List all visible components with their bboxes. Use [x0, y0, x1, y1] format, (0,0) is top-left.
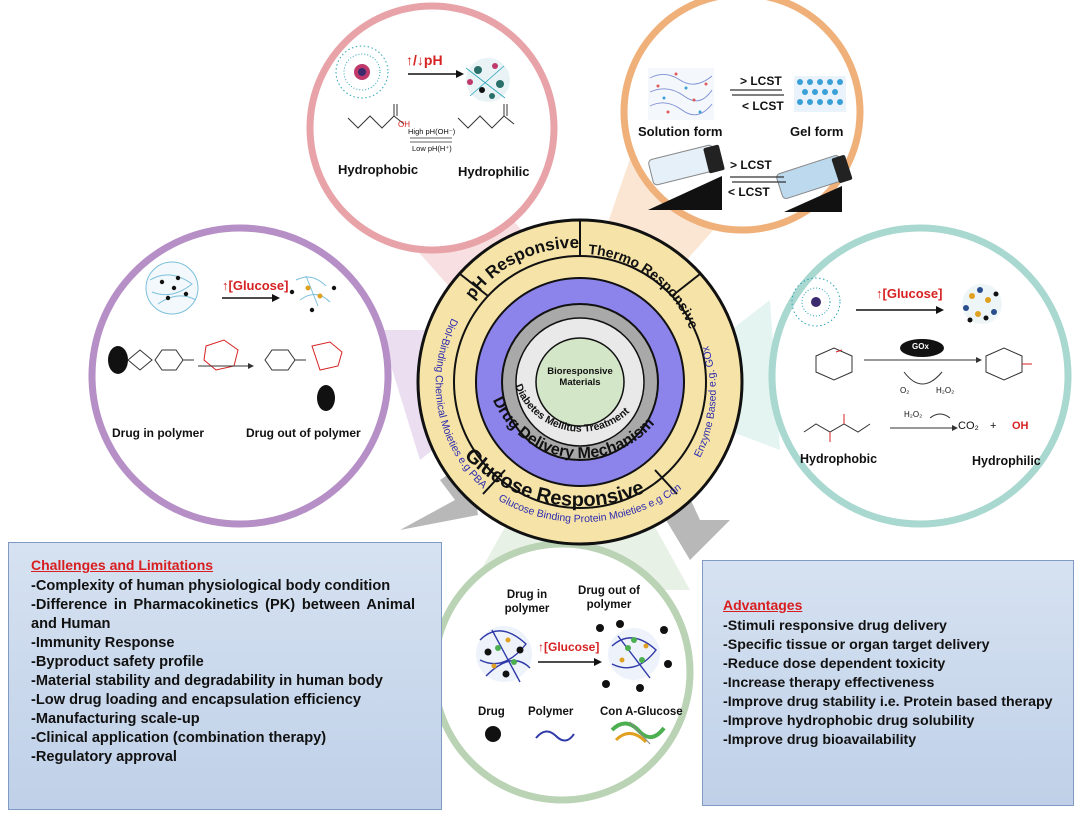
- glucose-structure-gox: [815, 347, 853, 381]
- gox-o2-label: O₂: [900, 386, 910, 395]
- thermo-lcst-up-1: > LCST: [740, 74, 782, 88]
- challenges-list: -Complexity of human physiological body …: [31, 577, 415, 767]
- solution-network-icon: [648, 68, 714, 120]
- cona-drug-in-label: Drug in polymer: [504, 589, 550, 615]
- advantage-item: -Improve hydrophobic drug solubility: [723, 713, 975, 729]
- advantage-item: -Improve drug bioavailability: [723, 732, 917, 748]
- cona-drug-out-label: Drug out of polymer: [578, 585, 640, 611]
- hub: [416, 218, 744, 546]
- challenges-box: Challenges and Limitations -Complexity o…: [8, 542, 442, 810]
- micelle-icon: [335, 45, 389, 99]
- pba-drug-in-label: Drug in polymer: [112, 426, 205, 440]
- cona-released-drug-icon: [596, 620, 672, 692]
- advantages-box: Advantages -Stimuli responsive drug deli…: [702, 560, 1074, 806]
- gox-hydrophilic-label: Hydrophilic: [972, 454, 1041, 468]
- thermo-lcst-down-1: < LCST: [742, 99, 784, 113]
- challenges-title: Challenges and Limitations: [31, 557, 214, 573]
- advantages-title: Advantages: [723, 597, 803, 613]
- challenge-item: -Byproduct safety profile: [31, 654, 204, 670]
- drug-oval-right-icon: [317, 385, 335, 411]
- vial-right-icon: [776, 154, 853, 200]
- gox-hydrophobic-label: Hydrophobic: [800, 452, 878, 466]
- drug-oval-left-icon: [108, 346, 128, 374]
- thermo-solution-label: Solution form: [638, 124, 723, 139]
- challenge-item: -Clinical application (combination thera…: [31, 730, 327, 746]
- ph-oh-label: OH: [398, 120, 410, 129]
- gel-network-icon: [794, 76, 846, 112]
- pba-panel-ring: [88, 224, 392, 528]
- legend-polymer-icon: [535, 730, 575, 742]
- legend-cona-glucose-icon: [610, 721, 666, 745]
- gox-oh-label: OH: [1012, 420, 1029, 432]
- ph-high-label: High pH(OH⁻): [408, 127, 456, 136]
- boronate-glucose-structure: [264, 341, 343, 371]
- challenge-item: -Low drug loading and encapsulation effi…: [31, 692, 362, 708]
- legend-drug-icon: [485, 726, 501, 742]
- pba-trigger-label: ↑[Glucose]: [222, 278, 289, 293]
- ph-low-label: Low pH(H⁺): [412, 144, 452, 153]
- thermo-equilibrium-arrows-bottom: [730, 176, 786, 183]
- gox-panel-ring: [768, 224, 1072, 528]
- vial-left-icon: [648, 144, 725, 186]
- ph-trigger-label: ↑/↓pH: [406, 52, 443, 68]
- oxalate-ester-structure: [803, 414, 871, 442]
- gox-h2o2-a-label: H₂O₂: [936, 386, 955, 395]
- legend-polymer-label: Polymer: [528, 706, 574, 718]
- ph-hydrophobic-label: Hydrophobic: [338, 162, 419, 177]
- ph-hydrophilic-label: Hydrophilic: [458, 164, 530, 179]
- cona-polymer-ball-icon: [476, 626, 532, 683]
- advantage-item: -Improve drug stability i.e. Protein bas…: [723, 694, 1053, 710]
- polymer-drug-ball-icon: [145, 261, 199, 315]
- carboxylic-acid-structure: [347, 104, 405, 129]
- thermo-equilibrium-arrows-top: [730, 89, 784, 96]
- gox-enzyme-icon: [900, 339, 944, 357]
- pba-drug-out-label: Drug out of polymer: [246, 426, 361, 440]
- hub-center-label: Bioresponsive Materials: [547, 366, 613, 388]
- advantage-item: -Increase therapy effectiveness: [723, 675, 935, 691]
- gox-enzyme-label: GOx: [912, 342, 929, 351]
- ramp-left: [648, 176, 722, 210]
- legend-cona-label: Con A-Glucose: [600, 706, 683, 718]
- legend-drug-label: Drug: [478, 706, 505, 718]
- challenge-item: -Material stability and degradability in…: [31, 673, 383, 689]
- challenge-item: -Regulatory approval: [31, 749, 177, 765]
- challenge-item: -Manufacturing scale-up: [31, 711, 200, 727]
- gox-cofactor-arc: [903, 371, 943, 385]
- thermo-lcst-up-2: > LCST: [730, 158, 772, 172]
- gox-h2o2-b-label: H₂O₂: [904, 410, 923, 419]
- advantage-item: -Reduce dose dependent toxicity: [723, 656, 946, 672]
- thermo-gel-label: Gel form: [790, 124, 844, 139]
- challenge-item: -Complexity of human physiological body …: [31, 578, 391, 594]
- gox-trigger-label: ↑[Glucose]: [876, 286, 943, 301]
- gluconolactone-structure: [985, 347, 1032, 381]
- cona-trigger-label: ↑[Glucose]: [538, 640, 600, 654]
- gox-released-cluster-icon: [962, 284, 1002, 324]
- ramp-right: [784, 186, 842, 212]
- boronic-ester-structure: [127, 349, 194, 371]
- advantage-item: -Stimuli responsive drug delivery: [723, 618, 947, 634]
- challenge-item: -Immunity Response: [31, 635, 175, 651]
- released-drug-icon: [289, 275, 337, 313]
- gox-plus-label: +: [990, 420, 997, 432]
- disassembled-micelle-icon: [465, 58, 510, 102]
- advantage-item: -Specific tissue or organ target deliver…: [723, 637, 990, 653]
- thermo-lcst-down-2: < LCST: [728, 185, 770, 199]
- challenge-item: -Difference in Pharmacokinetics (PK) bet…: [31, 597, 415, 632]
- gox-micelle-icon: [791, 277, 841, 327]
- advantages-list: -Stimuli responsive drug delivery -Speci…: [723, 617, 1053, 750]
- gox-co2-label: CO₂: [958, 420, 979, 432]
- carboxylate-structure: [457, 104, 515, 129]
